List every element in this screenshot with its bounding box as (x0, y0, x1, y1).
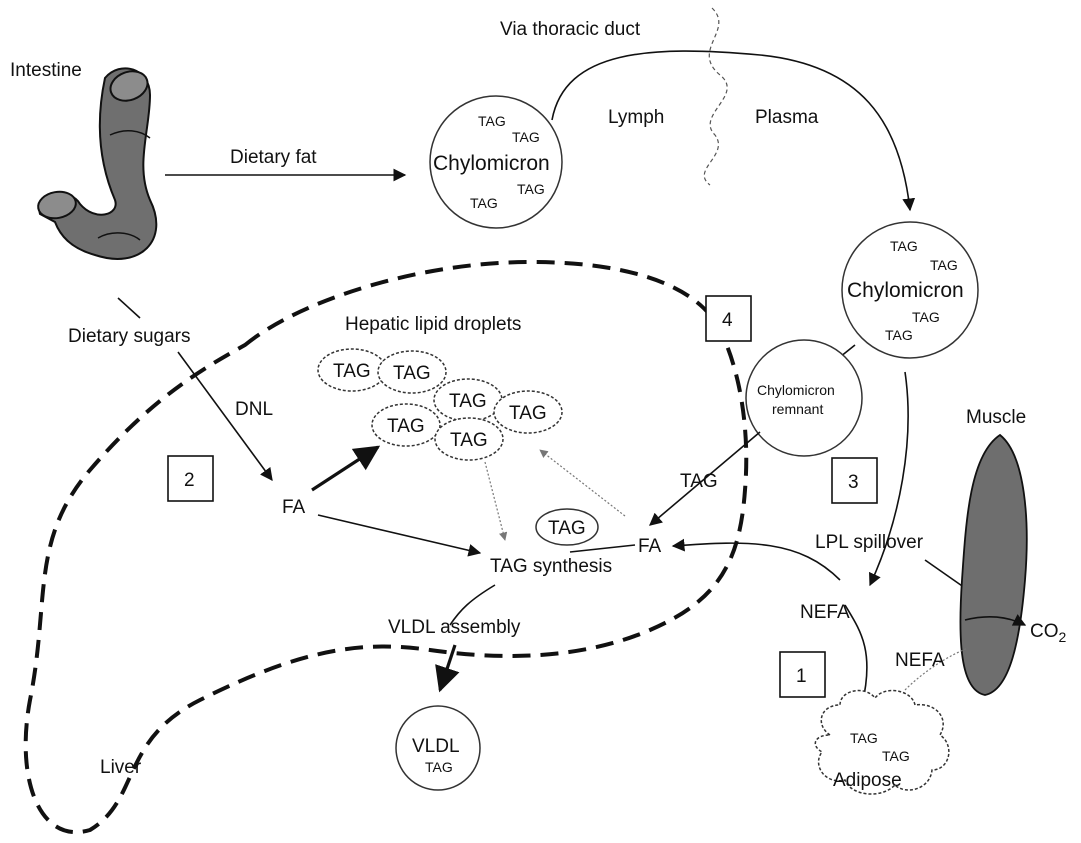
vldl-assembly-label: VLDL assembly (388, 617, 521, 638)
nefa-muscle-label: NEFA (895, 650, 945, 671)
tag-remnant-label: TAG (680, 471, 718, 492)
fa-right-label: FA (638, 536, 662, 557)
muscle-to-co2-arrow (964, 614, 1027, 626)
muscle-label: Muscle (966, 407, 1026, 428)
remnant-label-1: Chylomicron (757, 382, 835, 398)
via-thoracic-duct-label: Via thoracic duct (500, 19, 641, 40)
droplet-tag-label: TAG (387, 416, 425, 437)
synthesis-to-assembly-line (449, 584, 496, 626)
chylomicron-label: Chylomicron (847, 279, 964, 302)
dnl-label: DNL (235, 399, 273, 420)
nefa-to-fa-arrow (671, 538, 841, 581)
lipid-droplet-cluster (317, 348, 563, 461)
adipose-label: Adipose (833, 770, 902, 791)
tag-to-fa-line (569, 544, 636, 553)
lipid-droplet (493, 390, 563, 434)
adipose-tag-label: TAG (882, 748, 910, 764)
adipose-cloud (814, 689, 950, 795)
liver-outline (23, 259, 749, 834)
remnant-label-2: remnant (772, 401, 823, 417)
lymph-label: Lymph (608, 107, 664, 128)
intestine-shape (37, 67, 158, 260)
vldl-tag-label: TAG (425, 759, 453, 775)
tag-synthesis-label: TAG synthesis (490, 556, 612, 577)
lipid-droplet (377, 350, 447, 394)
muscle-shape (959, 433, 1028, 696)
co2-label: CO2 (1030, 621, 1067, 645)
droplet-tag-label: TAG (449, 391, 487, 412)
nefa-label: NEFA (800, 602, 850, 623)
tag-text: TAG (890, 238, 918, 254)
lipid-droplet (434, 417, 504, 461)
lymph-plasma-boundary (703, 7, 728, 186)
box-4 (705, 295, 752, 342)
box-1-label: 1 (796, 666, 807, 687)
tag-ellipse (535, 508, 599, 546)
fa-to-tag-synthesis-arrow (317, 514, 482, 557)
tag-text: TAG (517, 181, 545, 197)
adipose-tag-label: TAG (850, 730, 878, 746)
chylomicron-intestinal (429, 95, 563, 229)
plasma-label: Plasma (755, 107, 819, 128)
lpl-spillover-label: LPL spillover (815, 532, 924, 553)
remnant-to-fa-arrow (649, 431, 761, 526)
assembly-to-vldl-arrow (435, 644, 460, 693)
box-3 (831, 457, 878, 504)
tag-text: TAG (478, 113, 506, 129)
vldl-particle (395, 705, 481, 791)
box-3-label: 3 (848, 472, 859, 493)
lipid-droplet (371, 403, 441, 447)
tag-text: TAG (512, 129, 540, 145)
intestine-to-sugars-line (117, 297, 141, 319)
tag-text: TAG (930, 257, 958, 273)
chylomicron-label: Chylomicron (433, 152, 550, 175)
box-2 (167, 455, 214, 502)
fa-to-droplets-arrow (311, 445, 381, 492)
liver-label: Liver (100, 757, 142, 778)
thoracic-duct-arrow (551, 50, 916, 212)
hepatic-lipid-droplets-label: Hepatic lipid droplets (345, 314, 521, 335)
vldl-label: VLDL (412, 736, 460, 757)
chylomicron-plasma (841, 221, 979, 359)
nefa-to-muscle-line (904, 647, 969, 691)
box-4-label: 4 (722, 310, 733, 331)
adipose-to-nefa-line (844, 604, 868, 706)
sugars-to-fa-arrow (177, 351, 273, 482)
dietary-sugars-label: Dietary sugars (68, 326, 191, 347)
droplet-tag-label: TAG (333, 361, 371, 382)
chylomicron-remnant (745, 339, 863, 457)
tag-text: TAG (912, 309, 940, 325)
tag-ellipse-label: TAG (548, 518, 586, 539)
fa-left-label: FA (282, 497, 306, 518)
droplet-tag-label: TAG (509, 403, 547, 424)
droplet-tag-label: TAG (450, 430, 488, 451)
fa-to-droplets-faint-arrow (539, 449, 626, 517)
box-1 (779, 651, 826, 698)
box-2-label: 2 (184, 470, 195, 491)
intestine-label: Intestine (10, 60, 82, 81)
tag-text: TAG (885, 327, 913, 343)
chylomicron-to-nefa-arrow (869, 371, 909, 587)
droplets-to-synthesis-arrow (484, 461, 508, 541)
tag-text: TAG (470, 195, 498, 211)
droplet-tag-label: TAG (393, 363, 431, 384)
dietary-fat-label: Dietary fat (230, 147, 317, 168)
